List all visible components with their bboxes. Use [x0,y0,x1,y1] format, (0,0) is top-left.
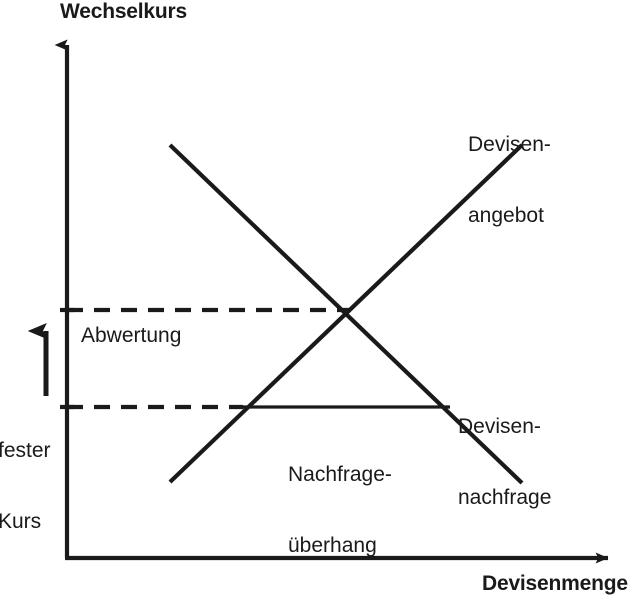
demand-curve-label: Devisen- nachfrage [458,368,551,556]
excess-demand-label-line2: überhang [288,533,377,557]
supply-curve-label-line1: Devisen- [468,133,551,157]
demand-curve-devisennachfrage [168,143,524,485]
y-axis-title: Wechselkurs [60,0,187,23]
excess-demand-label: Nachfrage- überhang [288,416,392,599]
fixed-rate-label: fester Kurs [0,392,51,580]
depreciation-label: Abwertung [81,324,182,347]
supply-curve-label-line2: angebot [468,203,544,227]
x-axis-title: Devisenmenge [482,572,628,595]
supply-curve-label: Devisen- angebot [468,86,551,274]
demand-curve-label-line2: nachfrage [458,485,552,509]
fixed-rate-label-line2: Kurs [0,509,42,533]
excess-demand-label-line1: Nachfrage- [288,463,392,487]
fixed-rate-label-line1: fester [0,439,51,463]
demand-curve-label-line1: Devisen- [458,415,541,439]
